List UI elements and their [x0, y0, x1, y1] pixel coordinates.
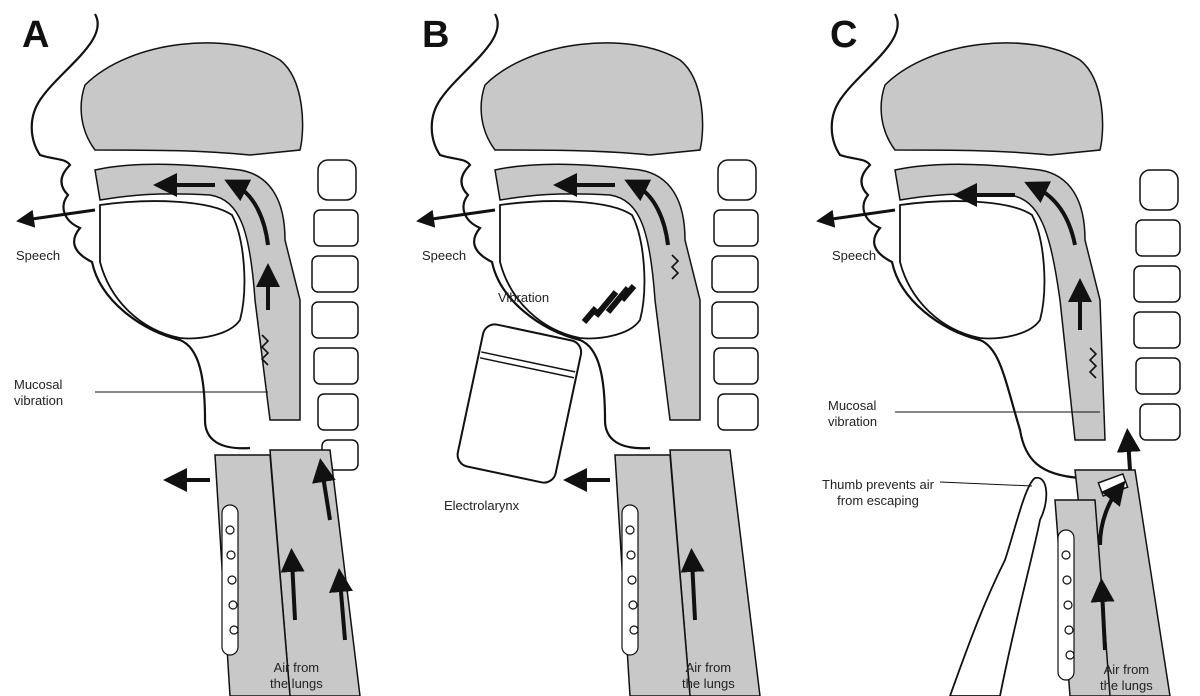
thumb-icon	[950, 478, 1046, 696]
air-line-2: the lungs	[1100, 678, 1153, 694]
nasal-cavity-region	[881, 43, 1102, 155]
panel-b: B Speech Vibration Electrolarynx Air fro…	[400, 0, 800, 696]
speech-label: Speech	[832, 248, 876, 264]
panel-letter: B	[422, 14, 449, 57]
spine	[712, 160, 758, 430]
tongue	[500, 201, 644, 338]
anatomy-illustration-a	[0, 0, 400, 696]
thumb-line-2: from escaping	[822, 493, 934, 509]
panel-a: A Speech Mucosal vibration Air from the …	[0, 0, 400, 696]
mucosal-vibration-label: Mucosal vibration	[14, 377, 63, 409]
tongue	[900, 201, 1044, 338]
air-line-1: Air from	[1100, 662, 1153, 678]
panel-c: C Speech Mucosal vibration Thumb prevent…	[800, 0, 1200, 696]
spine	[312, 160, 358, 470]
anatomy-illustration-c	[800, 0, 1200, 696]
trachea-rings	[222, 505, 238, 655]
thumb-label: Thumb prevents air from escaping	[822, 477, 934, 509]
vibration-label: Vibration	[498, 290, 549, 306]
electrolarynx-icon	[455, 322, 583, 485]
mucosal-vibration-label: Mucosal vibration	[828, 398, 877, 430]
nasal-cavity-region	[81, 43, 302, 155]
speech-arrow-icon	[25, 210, 95, 220]
air-line-1: Air from	[682, 660, 735, 676]
electrolarynx-label: Electrolarynx	[444, 498, 519, 514]
speech-arrow-icon	[825, 210, 895, 220]
speech-label: Speech	[422, 248, 466, 264]
spine	[1134, 170, 1180, 440]
trachea-rings	[622, 505, 638, 655]
panel-letter: A	[22, 14, 49, 57]
air-line-1: Air from	[270, 660, 323, 676]
panel-letter: C	[830, 14, 857, 57]
speech-label: Speech	[16, 248, 60, 264]
air-line-2: the lungs	[270, 676, 323, 692]
mucosal-line-1: Mucosal	[828, 398, 877, 414]
air-line-2: the lungs	[682, 676, 735, 692]
nasal-cavity-region	[481, 43, 702, 155]
air-from-lungs-label: Air from the lungs	[682, 660, 735, 692]
air-from-lungs-label: Air from the lungs	[1100, 662, 1153, 694]
mucosal-line-2: vibration	[14, 393, 63, 409]
trachea-rings	[1058, 530, 1074, 680]
mucosal-line-2: vibration	[828, 414, 877, 430]
thumb-line-1: Thumb prevents air	[822, 477, 934, 493]
anatomy-illustration-b	[400, 0, 800, 696]
mucosal-line-1: Mucosal	[14, 377, 63, 393]
air-from-lungs-label: Air from the lungs	[270, 660, 323, 692]
tongue	[100, 201, 244, 338]
speech-arrow-icon	[425, 210, 495, 220]
thumb-pointer	[940, 482, 1032, 486]
